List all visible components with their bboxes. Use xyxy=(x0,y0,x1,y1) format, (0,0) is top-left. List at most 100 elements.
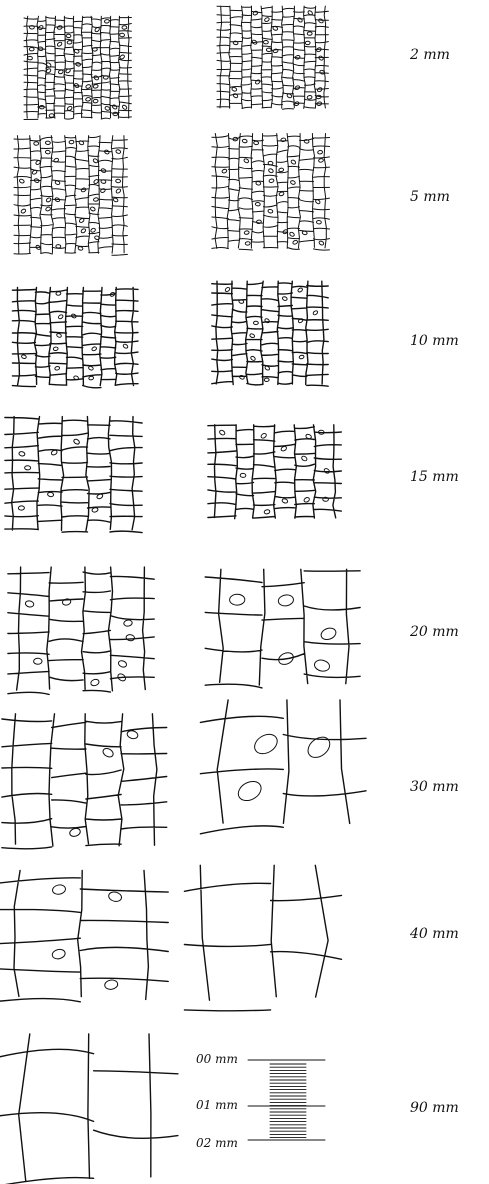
nucleus xyxy=(85,84,91,89)
row-label-15mm: 15 mm xyxy=(410,469,485,485)
nucleus xyxy=(245,241,250,245)
nucleus xyxy=(117,660,127,669)
nucleus xyxy=(297,17,303,23)
nucleus xyxy=(104,979,118,990)
panel-15mm-right xyxy=(208,425,341,519)
nucleus xyxy=(303,497,310,503)
nucleus xyxy=(119,54,125,60)
nucleus xyxy=(292,240,298,245)
nucleus xyxy=(53,347,58,351)
nucleus xyxy=(305,41,310,45)
panel-10mm-right xyxy=(212,281,328,386)
nucleus xyxy=(58,69,64,74)
nucleus xyxy=(249,333,255,338)
nucleus xyxy=(52,884,66,895)
nucleus xyxy=(123,343,129,349)
nucleus xyxy=(281,138,286,142)
nucleus xyxy=(279,192,285,197)
nucleus xyxy=(21,354,27,359)
nucleus xyxy=(51,948,66,960)
nucleus xyxy=(81,187,87,192)
nucleus xyxy=(126,730,138,740)
nucleus xyxy=(279,168,284,172)
nucleus xyxy=(316,220,321,224)
nucleus xyxy=(297,287,303,293)
nucleus xyxy=(273,49,279,54)
nucleus xyxy=(266,48,271,52)
nucleus xyxy=(29,47,34,51)
nucleus xyxy=(93,158,99,163)
nucleus xyxy=(18,506,24,511)
nucleus xyxy=(93,75,99,81)
nucleus xyxy=(19,179,25,184)
panel-40mm-left xyxy=(0,871,168,1002)
row-label-5mm: 5 mm xyxy=(410,189,485,205)
nucleus xyxy=(18,451,25,457)
nucleus xyxy=(29,26,34,29)
nucleus xyxy=(34,658,43,664)
nucleus xyxy=(318,240,324,245)
nucleus xyxy=(318,18,324,23)
nucleus xyxy=(304,139,309,143)
nucleus xyxy=(115,149,121,154)
nucleus xyxy=(85,97,90,101)
nucleus xyxy=(46,197,52,202)
nucleus xyxy=(256,220,261,224)
nucleus xyxy=(56,291,61,295)
panel-15mm-left xyxy=(5,417,142,533)
panel-30mm-right xyxy=(200,700,366,834)
panel-2mm-right xyxy=(217,6,328,109)
row-label-30mm: 30 mm xyxy=(410,779,485,795)
nucleus xyxy=(103,76,108,80)
nucleus xyxy=(73,438,80,445)
nucleus xyxy=(93,99,98,103)
nucleus xyxy=(290,180,296,185)
nucleus xyxy=(320,626,338,641)
nucleus xyxy=(34,142,39,145)
nucleus xyxy=(49,114,54,118)
nucleus xyxy=(120,33,125,37)
panel-5mm-right xyxy=(212,134,330,251)
panel-2mm-left xyxy=(24,16,131,119)
nucleus xyxy=(101,179,106,183)
nucleus xyxy=(295,55,301,60)
nucleus xyxy=(289,232,295,237)
nucleus xyxy=(307,95,312,99)
nucleus xyxy=(268,209,274,214)
nucleus xyxy=(260,433,267,439)
row-label-90mm: 90 mm xyxy=(410,1100,485,1116)
row-label-40mm: 40 mm xyxy=(410,926,485,942)
nucleus xyxy=(66,34,71,38)
nucleus xyxy=(69,140,74,144)
nucleus xyxy=(282,498,289,504)
nucleus xyxy=(235,778,265,805)
nucleus xyxy=(264,17,270,22)
nucleus xyxy=(225,287,231,293)
nucleus xyxy=(256,181,262,186)
nucleus xyxy=(47,492,54,497)
nucleus xyxy=(299,355,305,360)
nucleus xyxy=(317,87,323,92)
panel-20mm-left xyxy=(8,567,154,694)
nucleus xyxy=(67,106,73,111)
nucleus xyxy=(250,356,256,362)
nucleus xyxy=(56,244,61,248)
nucleus xyxy=(25,466,31,470)
nucleus xyxy=(116,179,121,183)
nucleus xyxy=(240,473,246,477)
nucleus xyxy=(56,333,62,338)
nucleus xyxy=(90,206,96,211)
nucleus xyxy=(45,206,51,211)
nucleus xyxy=(255,202,260,206)
panel-5mm-left xyxy=(14,136,127,256)
nucleus xyxy=(80,228,86,234)
nucleus xyxy=(57,41,63,47)
nucleus xyxy=(253,141,258,145)
panel-40mm-right xyxy=(184,865,341,1011)
nucleus xyxy=(58,314,64,320)
nucleus xyxy=(222,169,228,174)
nucleus xyxy=(243,158,249,163)
nucleus xyxy=(301,455,308,461)
nucleus xyxy=(277,594,294,607)
scale-bar xyxy=(248,1060,325,1140)
